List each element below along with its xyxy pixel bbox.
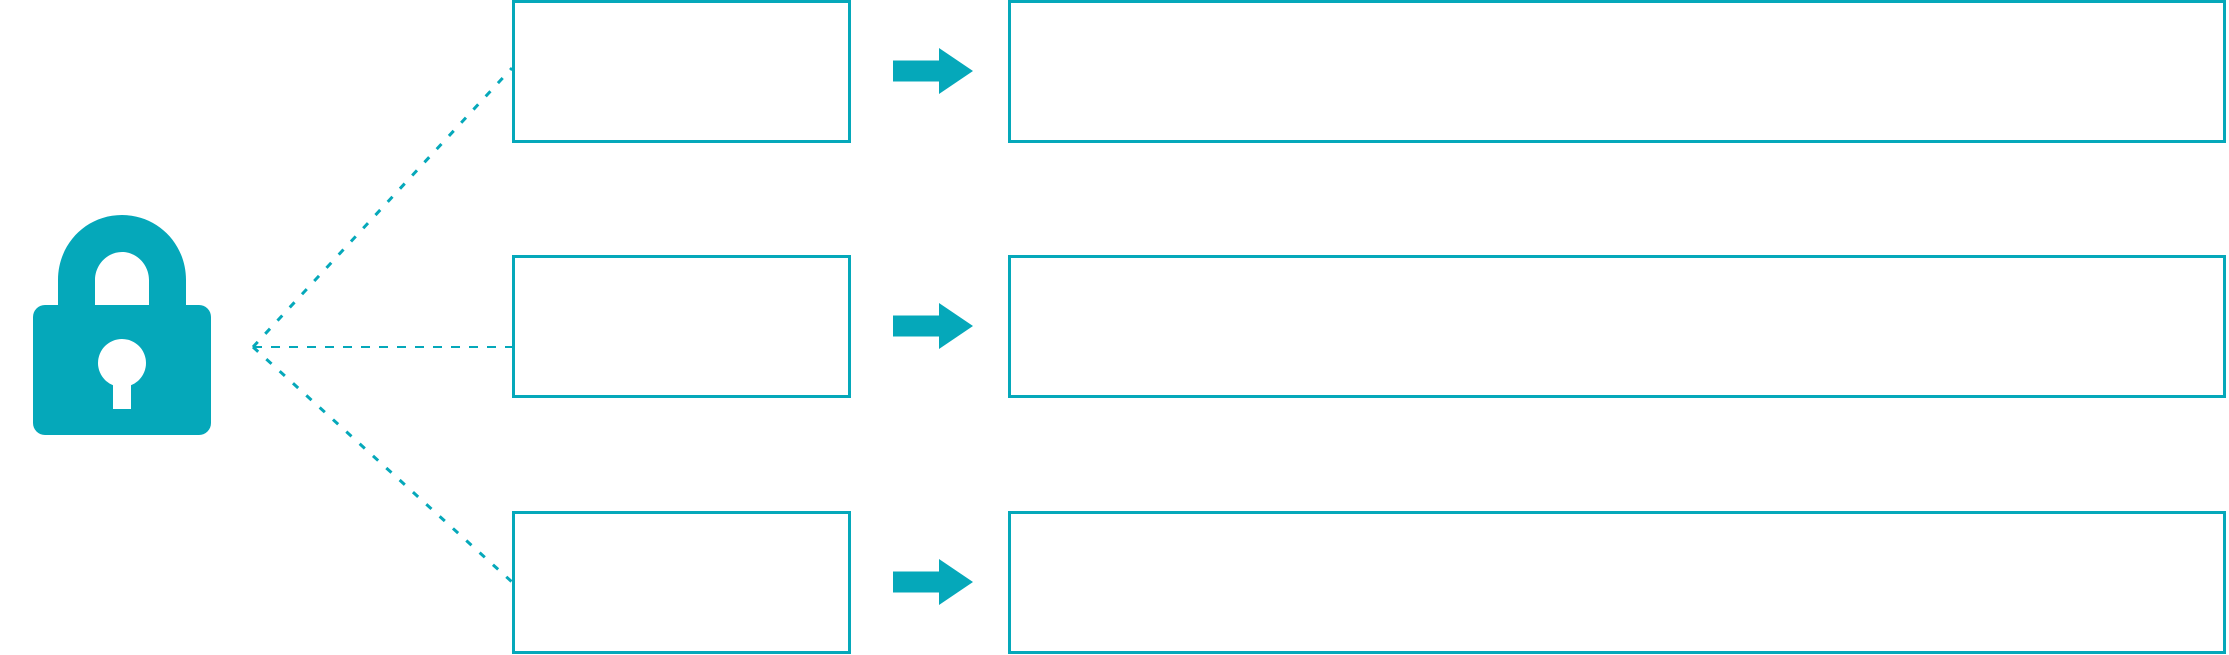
row-3-small-box[interactable] xyxy=(512,511,851,654)
row-3-large-box-label xyxy=(1011,514,2223,651)
row-1-small-box-label xyxy=(515,3,848,140)
row-3-arrow-glyph xyxy=(893,559,973,605)
branch-bottom xyxy=(251,345,514,584)
row-1-arrow-glyph xyxy=(893,48,973,94)
row-2-small-box[interactable] xyxy=(512,255,851,398)
row-3-large-box[interactable] xyxy=(1008,511,2226,654)
row-2-large-box-label xyxy=(1011,258,2223,395)
row-1-large-box[interactable] xyxy=(1008,0,2226,143)
row-3-small-box-label xyxy=(515,514,848,651)
row-1-large-box-label xyxy=(1011,3,2223,140)
arrow-right-icon xyxy=(893,303,973,349)
row-2-small-box-label xyxy=(515,258,848,395)
row-1-small-box[interactable] xyxy=(512,0,851,143)
row-2-arrow-glyph xyxy=(893,303,973,349)
arrow-right-icon xyxy=(893,48,973,94)
arrow-right-icon xyxy=(893,559,973,605)
branch-top xyxy=(251,66,514,349)
row-2-large-box[interactable] xyxy=(1008,255,2226,398)
padlock-icon xyxy=(33,215,211,435)
